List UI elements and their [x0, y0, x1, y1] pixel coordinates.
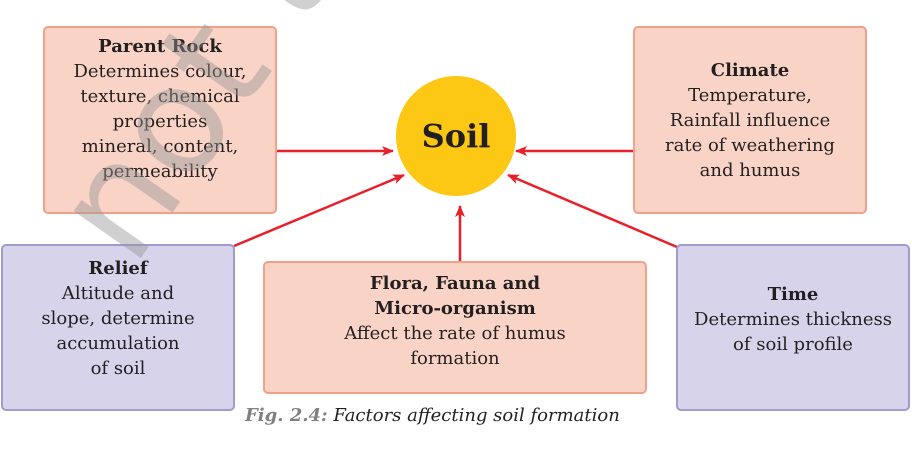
time-title: Time: [767, 284, 819, 305]
flora-title: Flora, Fauna and: [369, 273, 541, 294]
climate-line: Rainfall influence: [669, 109, 831, 131]
flora-line: Affect the rate of humus: [344, 323, 566, 344]
soil-node: Soil: [396, 76, 516, 196]
figure-caption: Fig. 2.4: Factors affecting soil formati…: [245, 405, 620, 426]
climate-title: Climate: [710, 59, 790, 81]
parent-rock-line: Determines colour,: [73, 61, 247, 82]
climate-line: rate of weathering: [665, 134, 835, 156]
caption-label: Fig. 2.4:: [245, 405, 328, 426]
parent-rock-line: texture, chemical: [80, 86, 240, 107]
climate-box: Climate Temperature, Rainfall influence …: [633, 26, 867, 214]
flora-fauna-box: Flora, Fauna and Micro-organism Affect t…: [263, 261, 647, 394]
relief-line: slope, determine: [41, 308, 195, 329]
caption-text: Factors affecting soil formation: [327, 405, 620, 426]
parent-rock-line: mineral, content,: [81, 136, 239, 157]
climate-line: and humus: [699, 159, 801, 181]
time-line: of soil profile: [733, 334, 853, 355]
relief-line: of soil: [90, 358, 146, 379]
relief-line: accumulation: [56, 333, 180, 354]
relief-title: Relief: [88, 258, 148, 279]
time-line: Determines thickness: [694, 309, 892, 330]
parent-rock-title: Parent Rock: [98, 36, 222, 57]
flora-title: Micro-organism: [374, 298, 536, 319]
arrow-relief: [233, 173, 405, 248]
relief-line: Altitude and: [61, 283, 175, 304]
flora-line: formation: [410, 348, 500, 369]
parent-rock-line: permeability: [102, 161, 218, 182]
arrow-time: [507, 173, 678, 249]
climate-line: Temperature,: [688, 84, 812, 106]
parent-rock-line: properties: [112, 111, 208, 132]
time-box: Time Determines thickness of soil profil…: [676, 244, 910, 411]
relief-box: Relief Altitude and slope, determine acc…: [1, 244, 235, 411]
parent-rock-box: Parent Rock Determines colour, texture, …: [43, 26, 277, 214]
soil-label: Soil: [421, 117, 491, 155]
